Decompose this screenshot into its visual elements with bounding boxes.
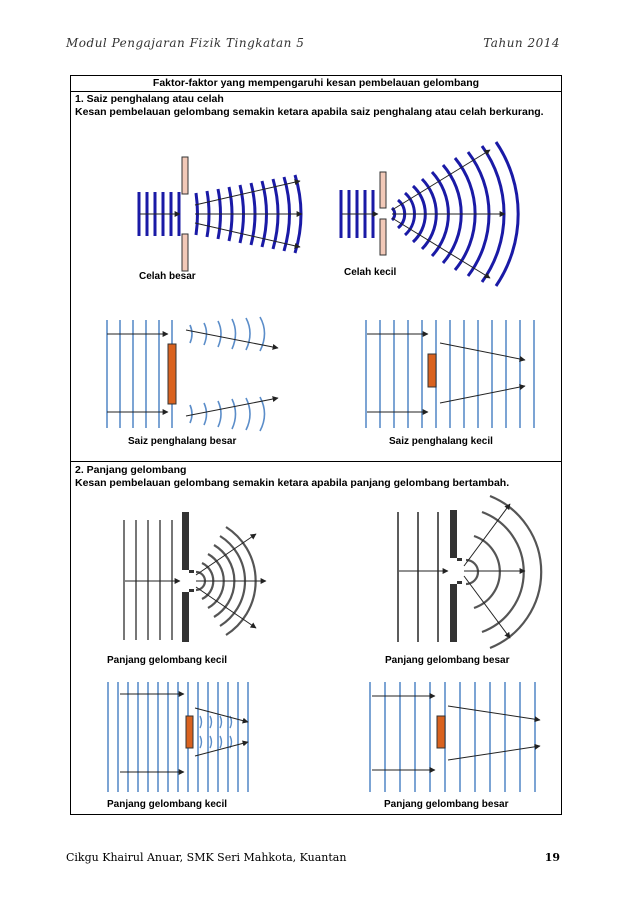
table-title: Faktor-faktor yang mempengaruhi kesan pe… [71, 76, 561, 92]
diagram-short-wavelength-slit [123, 512, 267, 642]
waves [107, 682, 249, 792]
barrier-bottom [379, 218, 387, 256]
diagram-small-obstacle [365, 320, 535, 428]
barrier-top [379, 171, 387, 209]
diagram-large-slit [137, 156, 303, 272]
obstacle [185, 715, 194, 749]
section2-text: Kesan pembelauan gelombang semakin ketar… [75, 477, 510, 489]
incident-waves [123, 520, 173, 640]
barrier-bottom [450, 584, 457, 642]
waves [369, 682, 536, 792]
caption-short-wavelength-slit: Panjang gelombang kecil [107, 655, 228, 666]
diffracted-wavelets [199, 715, 233, 749]
factors-table: Faktor-faktor yang mempengaruhi kesan pe… [70, 75, 562, 815]
footer-author: Cikgu Khairul Anuar, SMK Seri Mahkota, K… [66, 851, 347, 864]
barrier-top [450, 510, 457, 558]
caption-small-obstacle: Saiz penghalang kecil [389, 436, 493, 447]
diffracted-waves [465, 494, 543, 650]
section-divider [71, 461, 561, 462]
diffracted-waves [189, 316, 266, 432]
obstacle [436, 715, 446, 749]
diagram-long-wavelength-obstacle [369, 682, 541, 792]
diagram-long-wavelength-slit [397, 494, 543, 650]
caption-long-wavelength-obstacle: Panjang gelombang besar [384, 799, 509, 810]
header-title: Modul Pengajaran Fizik Tingkatan 5 [66, 36, 305, 50]
barrier-top [182, 512, 189, 570]
obstacle [167, 343, 177, 405]
diagram-short-wavelength-obstacle [107, 682, 249, 792]
section1-heading: 1. Saiz penghalang atau celah [75, 93, 224, 105]
section2-heading: 2. Panjang gelombang [75, 464, 187, 476]
caption-small-slit: Celah kecil [344, 267, 397, 278]
incident-waves [397, 512, 439, 642]
caption-long-wavelength-slit: Panjang gelombang besar [385, 655, 510, 666]
barrier-top [181, 156, 189, 195]
barrier-bottom [181, 233, 189, 272]
header-year: Tahun 2014 [483, 36, 560, 50]
page-number: 19 [544, 851, 560, 864]
caption-large-slit: Celah besar [139, 271, 196, 282]
caption-short-wavelength-obstacle: Panjang gelombang kecil [107, 799, 228, 810]
diagram-small-slit [339, 141, 520, 287]
waves [365, 320, 535, 428]
obstacle [427, 353, 437, 388]
section1-text: Kesan pembelauan gelombang semakin ketar… [75, 106, 544, 118]
barrier-bottom [182, 592, 189, 642]
diagram-large-obstacle [106, 316, 279, 432]
caption-large-obstacle: Saiz penghalang besar [128, 436, 237, 447]
